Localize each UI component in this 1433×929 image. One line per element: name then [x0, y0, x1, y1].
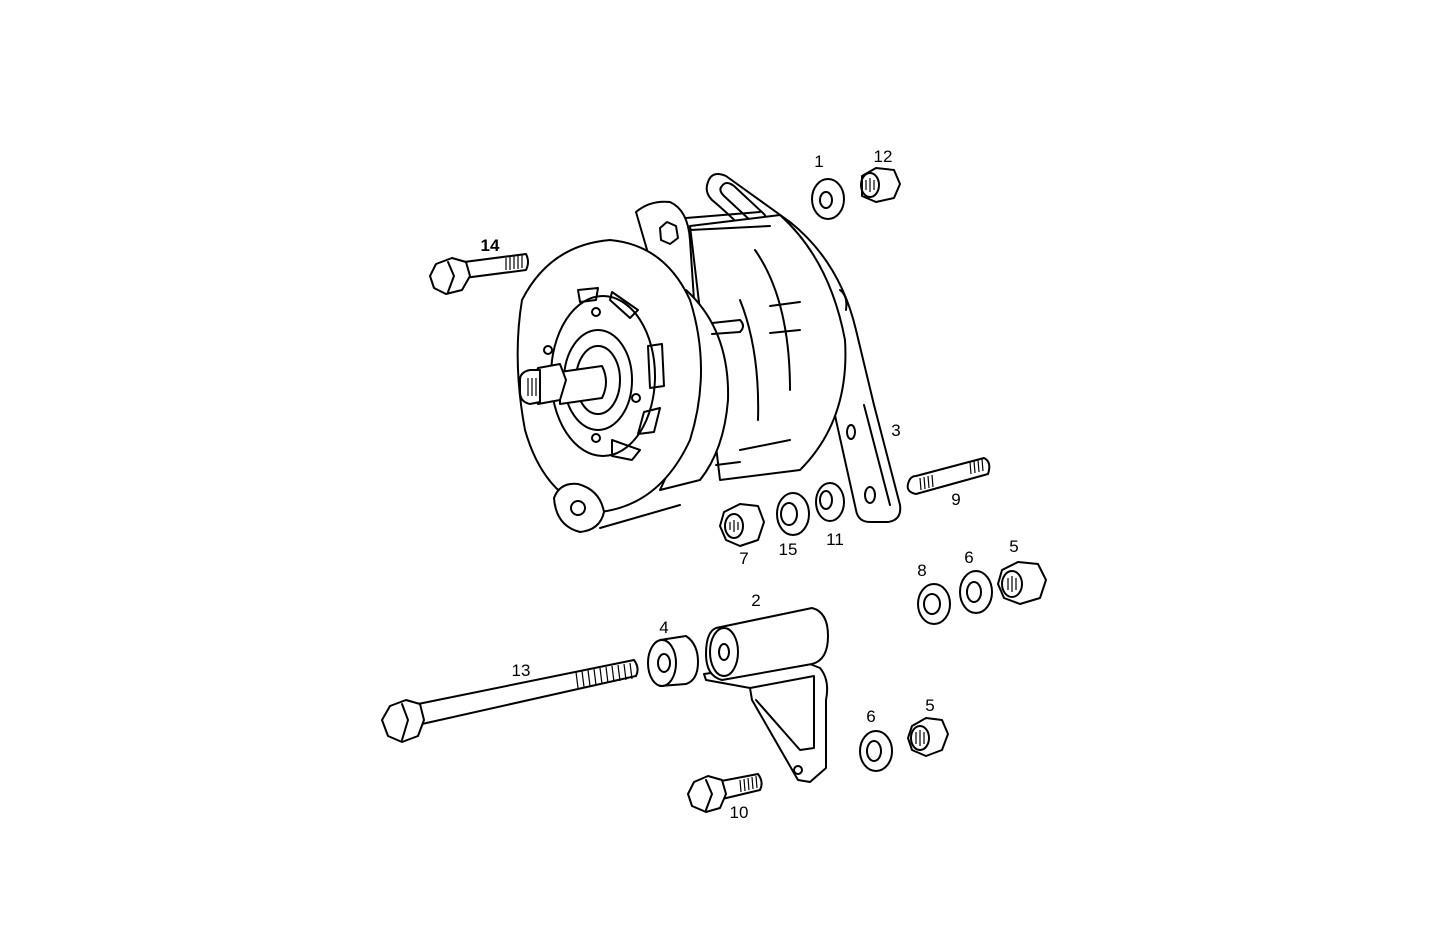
nut-part-5-lower — [907, 717, 949, 757]
callout-label-2: 2 — [751, 591, 761, 610]
callout-label-11: 11 — [826, 530, 844, 549]
spring-washer-part-6-upper — [959, 570, 993, 614]
callout-label-3: 3 — [891, 421, 901, 440]
callout-label-10: 10 — [729, 803, 749, 822]
callout-label-5-lower: 5 — [925, 696, 935, 715]
nut-part-7 — [719, 503, 765, 547]
callout-label-9: 9 — [951, 490, 961, 509]
bolt-part-10 — [687, 773, 763, 813]
callout-label-4: 4 — [659, 618, 669, 637]
bolt-part-14 — [429, 253, 529, 295]
callout-label-8: 8 — [917, 561, 927, 580]
bracket-part-2 — [703, 607, 829, 783]
washer-part-11 — [815, 482, 845, 522]
callout-label-14: 14 — [480, 236, 500, 255]
callout-label-13: 13 — [511, 661, 531, 680]
callout-label-7: 7 — [739, 549, 749, 568]
callout-label-12: 12 — [873, 147, 893, 166]
bush-part-4 — [647, 635, 699, 687]
spring-washer-part-6-lower — [859, 730, 893, 772]
callout-label-1: 1 — [814, 152, 824, 171]
nut-part-12 — [860, 167, 901, 203]
bolt-part-13 — [381, 659, 639, 743]
washer-part-1 — [811, 178, 845, 220]
callout-label-15: 15 — [778, 540, 798, 559]
stud-part-9 — [906, 457, 991, 495]
callout-label-6-lower: 6 — [866, 707, 876, 726]
washer-part-8 — [917, 583, 951, 625]
spacer-part-15 — [776, 492, 810, 536]
callout-label-6-upper: 6 — [964, 548, 974, 567]
alternator-body — [516, 200, 848, 533]
nut-part-5-upper — [997, 561, 1047, 605]
callout-label-5-upper: 5 — [1009, 537, 1019, 556]
